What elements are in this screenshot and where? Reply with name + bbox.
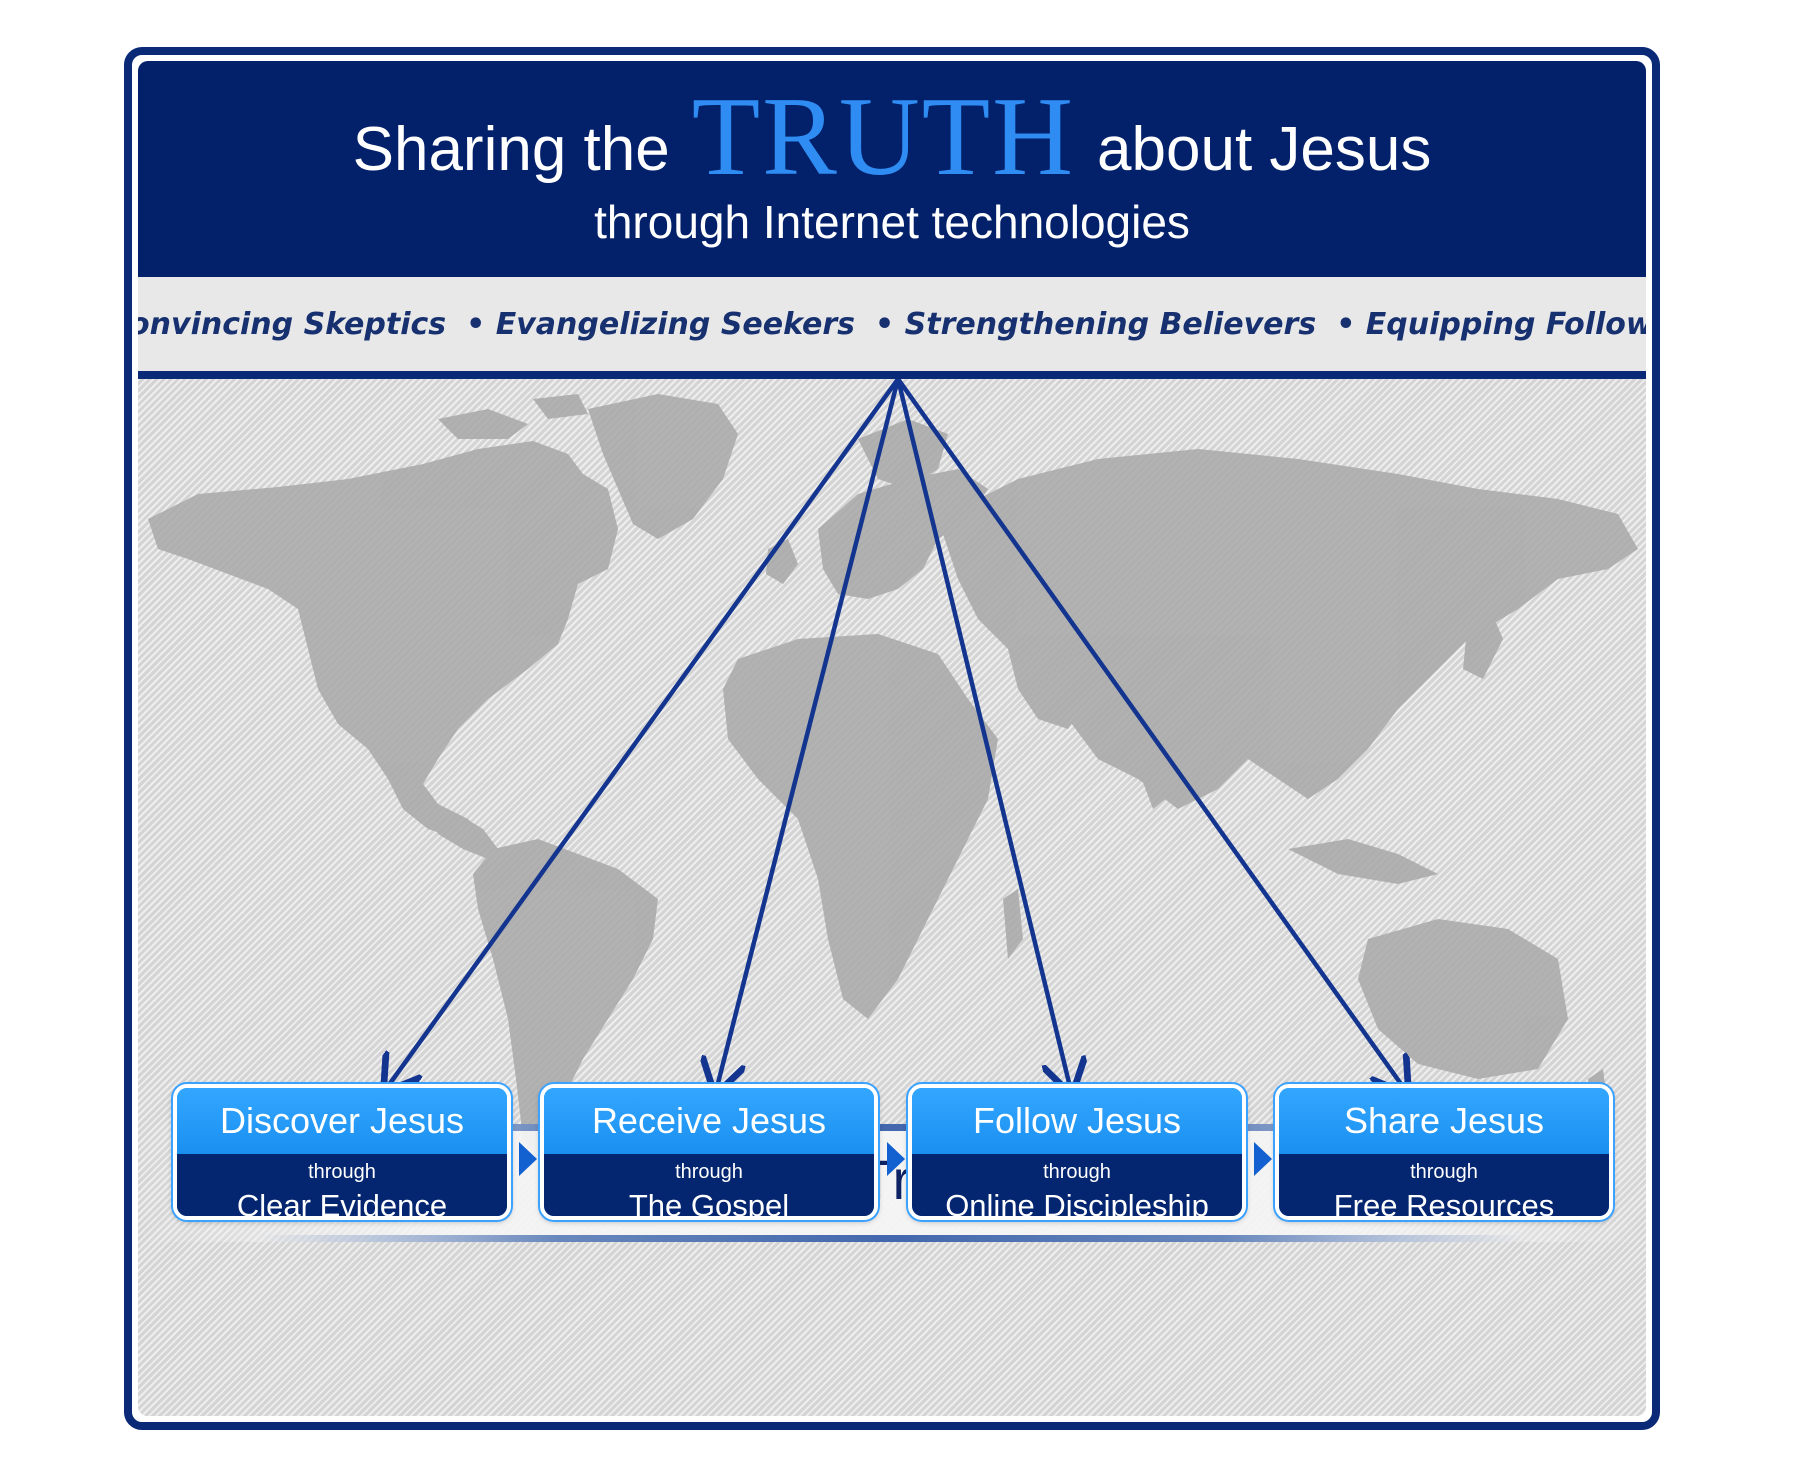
step-through: through <box>675 1161 743 1183</box>
title-before: Sharing the <box>352 115 670 184</box>
step-detail: Online Discipleship <box>945 1188 1209 1220</box>
step-body: through Clear Evidence <box>177 1154 507 1216</box>
step-detail: Free Resources <box>1333 1188 1555 1220</box>
map-area: Truth brings Transformation <box>138 379 1646 1416</box>
diagram-inner: Sharing the TRUTH about Jesus through In… <box>138 61 1646 1416</box>
title-truth: TRUTH <box>691 75 1076 199</box>
step-title: Follow Jesus <box>912 1088 1242 1154</box>
header-divider <box>138 371 1646 379</box>
bullet-equipping: • Equipping Followers <box>1336 306 1646 342</box>
step-share: Share Jesus through Free Resources <box>1275 1084 1613 1220</box>
arrow-to-discover <box>386 379 900 1089</box>
step-discover: Discover Jesus through Clear Evidence <box>173 1084 511 1220</box>
step-receive: Receive Jesus through The Gospel <box>540 1084 878 1220</box>
subtitle: through Internet technologies <box>594 196 1190 248</box>
chevron-right-icon <box>887 1142 905 1176</box>
chevron-right-icon <box>519 1142 537 1176</box>
bullet-convincing: • Convincing Skeptics <box>138 306 447 342</box>
title-line: Sharing the TRUTH about Jesus <box>138 75 1646 199</box>
arrow-to-share <box>896 379 1406 1091</box>
band-bottom-line <box>138 1235 1646 1242</box>
band-top-line <box>138 1124 1646 1131</box>
step-through: through <box>1410 1161 1478 1183</box>
step-follow: Follow Jesus through Online Discipleship <box>908 1084 1246 1220</box>
title-after: about Jesus <box>1097 115 1432 184</box>
step-detail: Clear Evidence <box>236 1188 448 1220</box>
header-banner: Sharing the TRUTH about Jesus through In… <box>138 61 1646 277</box>
step-title: Receive Jesus <box>544 1088 874 1154</box>
bullet-evangelizing: • Evangelizing Seekers <box>466 306 855 342</box>
step-through: through <box>1043 1161 1111 1183</box>
connector-arrows <box>138 379 1646 1416</box>
step-body: through The Gospel <box>544 1154 874 1216</box>
step-body: through Online Discipleship <box>912 1154 1242 1216</box>
chevron-right-icon <box>1254 1142 1272 1176</box>
world-map-icon <box>148 394 1638 1159</box>
step-detail: The Gospel <box>628 1188 790 1220</box>
diagram-frame: Sharing the TRUTH about Jesus through In… <box>124 47 1660 1430</box>
step-body: through Free Resources <box>1279 1154 1609 1216</box>
step-title: Discover Jesus <box>177 1088 507 1154</box>
bullet-strengthening: • Strengthening Believers <box>875 306 1317 342</box>
bullet-bar: • Convincing Skeptics • Evangelizing See… <box>138 277 1646 371</box>
arrow-to-receive <box>716 379 901 1091</box>
step-through: through <box>308 1161 376 1183</box>
step-title: Share Jesus <box>1279 1088 1609 1154</box>
arrow-to-follow <box>895 379 1071 1091</box>
